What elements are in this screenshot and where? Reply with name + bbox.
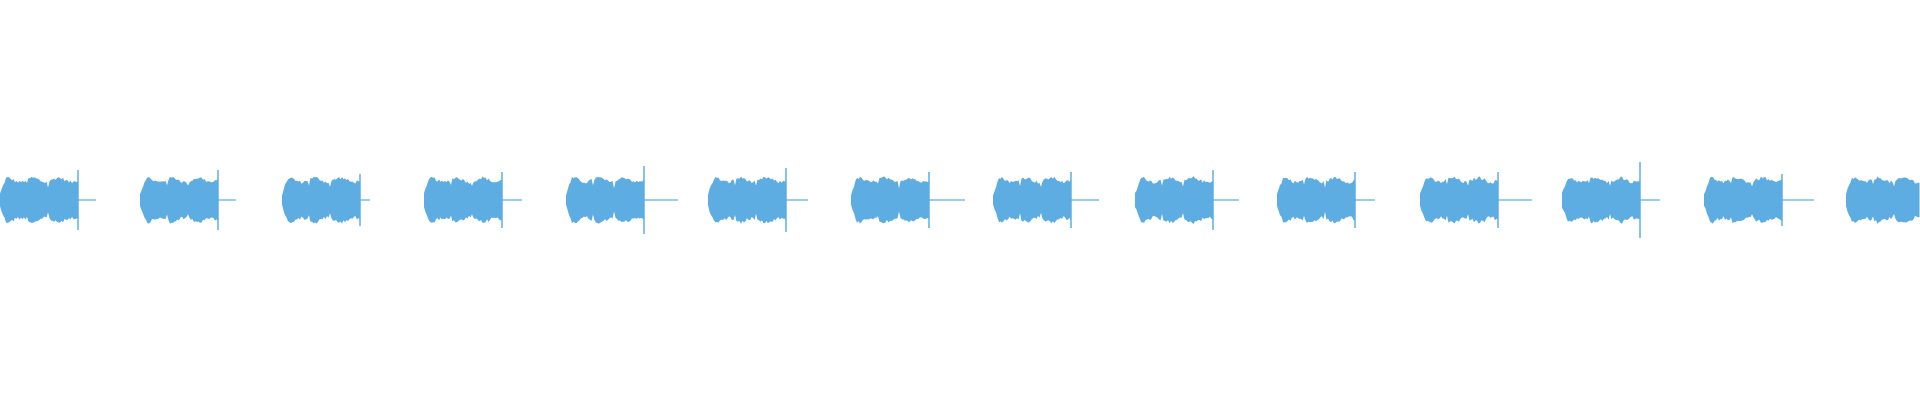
waveform-block: [1704, 176, 1782, 224]
waveform-segment[interactable]: [566, 166, 678, 234]
waveform-segment[interactable]: [1846, 176, 1920, 224]
waveform-block: [1277, 176, 1355, 224]
waveform-block: [851, 176, 929, 224]
waveform-block: [708, 176, 786, 224]
waveform-group: [0, 162, 1920, 238]
waveform-segment[interactable]: [140, 170, 236, 230]
waveform-segment[interactable]: [1277, 172, 1375, 228]
waveform-block: [1420, 176, 1498, 224]
waveform-block: [566, 176, 644, 224]
waveform-segment[interactable]: [424, 172, 522, 228]
waveform-segment[interactable]: [993, 172, 1099, 228]
waveform-segment[interactable]: [1704, 174, 1814, 226]
waveform-block: [1562, 176, 1640, 224]
waveform-segment[interactable]: [1135, 170, 1239, 230]
waveform-segment[interactable]: [1562, 162, 1660, 238]
waveform-segment[interactable]: [1420, 172, 1532, 228]
waveform-segment[interactable]: [708, 168, 808, 232]
waveform-segment[interactable]: [282, 174, 370, 226]
waveform-segment[interactable]: [0, 170, 96, 230]
waveform-block: [993, 176, 1071, 224]
waveform-segment[interactable]: [851, 172, 965, 228]
waveform-block: [0, 176, 78, 223]
waveform-block: [282, 177, 360, 224]
waveform-block: [1135, 176, 1213, 225]
waveform-block: [140, 176, 218, 224]
waveform-block: [424, 176, 502, 223]
waveform-block: [1846, 176, 1920, 224]
